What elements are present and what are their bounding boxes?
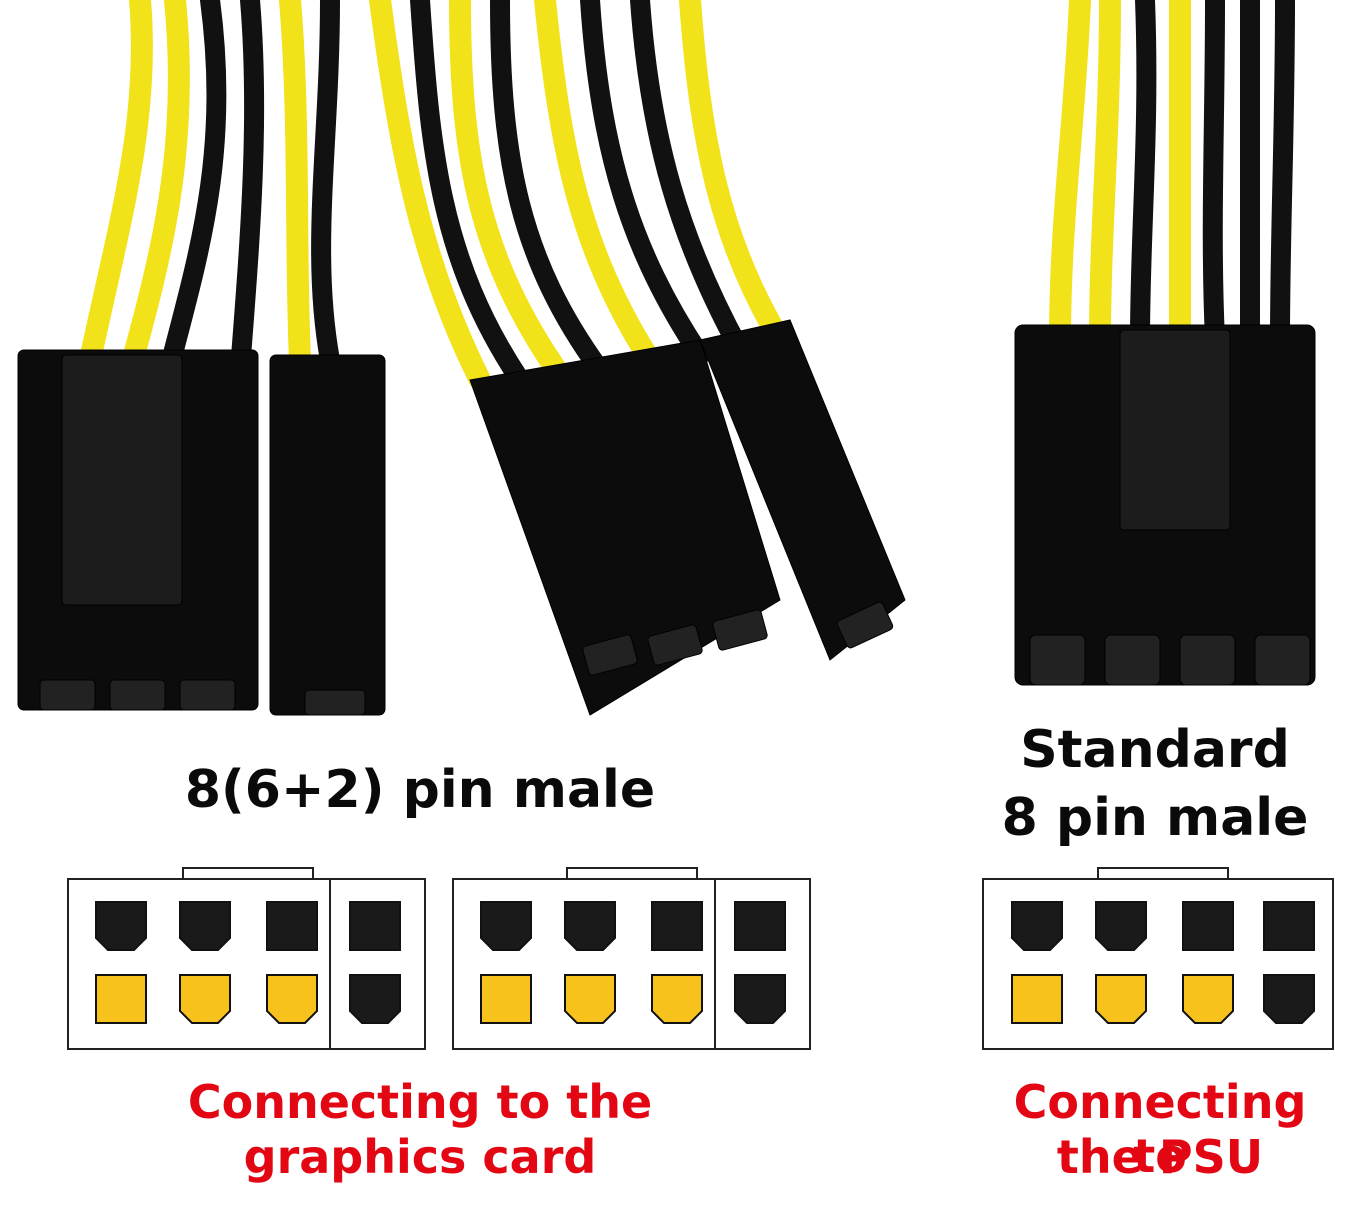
pin-a4 [349, 901, 401, 951]
pin-a8 [349, 974, 401, 1024]
pin-c5 [1011, 974, 1063, 1024]
pin-c4 [1263, 901, 1315, 951]
pin-c2 [1095, 901, 1147, 951]
pin-a7 [266, 974, 318, 1024]
pin-a2 [179, 901, 231, 951]
left-title: 8(6+2) pin male [184, 760, 656, 820]
pin-c1 [1011, 901, 1063, 951]
connector-6plus2-left [17, 349, 386, 716]
right-title-line2: 8 pin male [1001, 788, 1309, 848]
pin-b1 [480, 901, 532, 951]
left-caption-line2: graphics card [243, 1130, 597, 1184]
pin-b4 [734, 901, 786, 951]
pin-c6 [1095, 974, 1147, 1024]
pin-b2 [564, 901, 616, 951]
pins-b [480, 901, 786, 1024]
pin-a3 [266, 901, 318, 951]
right-caption-line2: the PSU [1056, 1130, 1264, 1184]
pin-a5 [95, 974, 147, 1024]
connector-6plus2-middle [469, 319, 906, 716]
pins-c [1011, 901, 1315, 1024]
pin-b6 [564, 974, 616, 1024]
pin-c7 [1182, 974, 1234, 1024]
pin-a6 [179, 974, 231, 1024]
pin-b7 [651, 974, 703, 1024]
pin-c3 [1182, 901, 1234, 951]
pin-a1 [95, 901, 147, 951]
cable-photo [17, 0, 1316, 716]
pin-b8 [734, 974, 786, 1024]
left-caption-line1: Connecting to the [187, 1075, 653, 1129]
wires-right [1049, 0, 1295, 351]
pin-diagram-a [67, 867, 426, 1050]
pin-b5 [480, 974, 532, 1024]
pin-b3 [651, 901, 703, 951]
wires-left [79, 0, 791, 391]
pin-diagram-c [982, 867, 1334, 1050]
pin-c8 [1263, 974, 1315, 1024]
right-caption-line1: Connecting to [1013, 1075, 1307, 1184]
connector-standard-8pin [1014, 324, 1316, 686]
right-title-line1: Standard [1020, 720, 1290, 780]
pins-a [95, 901, 401, 1024]
pin-diagram-b [452, 867, 811, 1050]
